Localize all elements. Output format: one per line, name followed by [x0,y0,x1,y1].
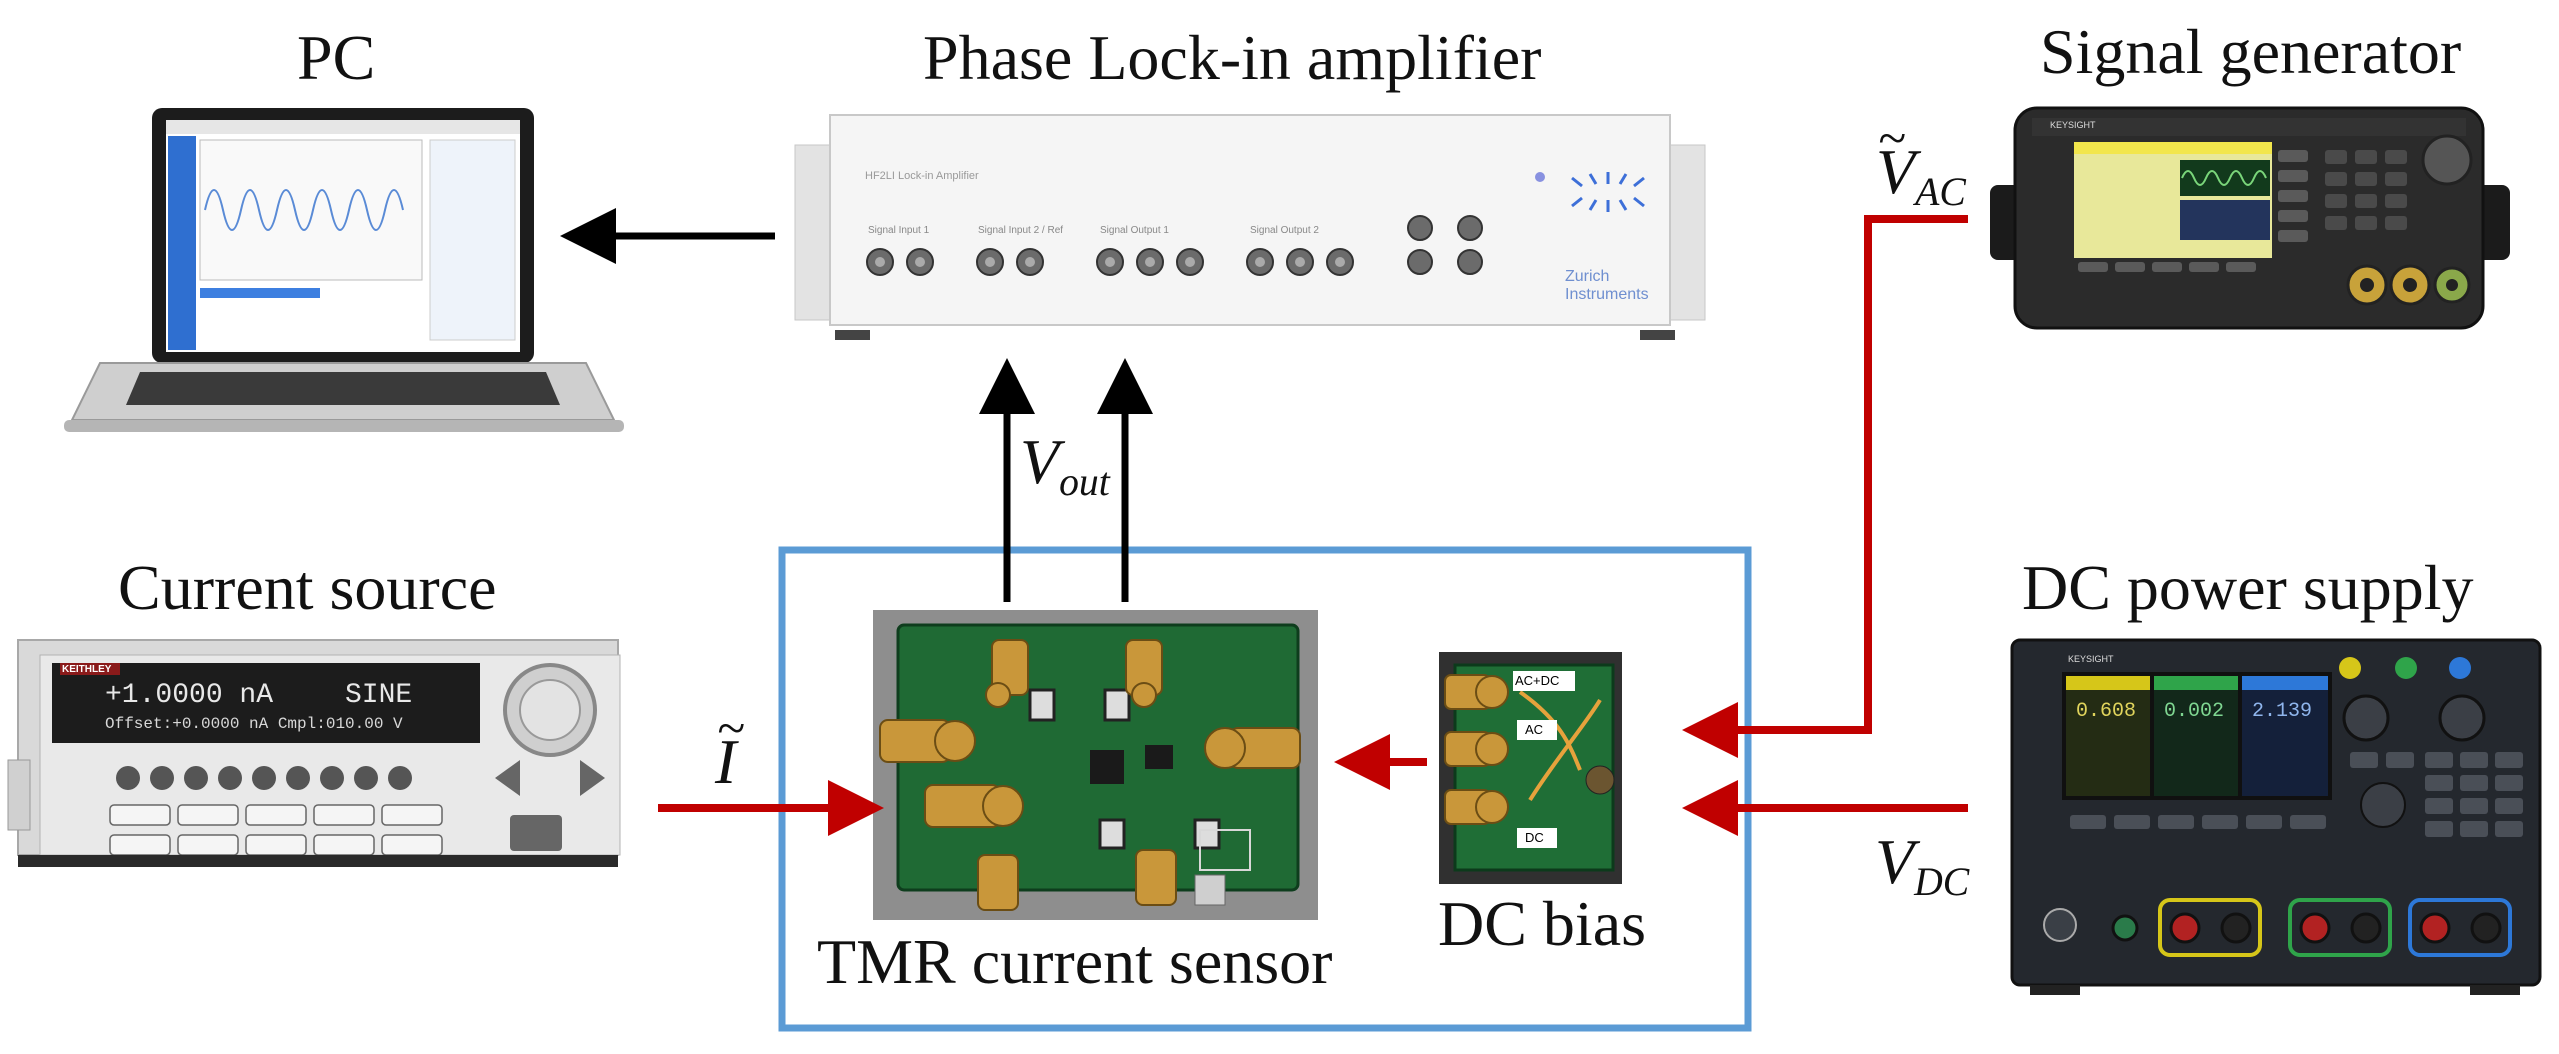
dc-bias-board-image [1439,652,1622,884]
signal-generator-image [1990,106,2510,330]
lockin-label: Phase Lock-in amplifier [923,22,1542,93]
vout-base: V [1020,426,1060,497]
current-source-image [7,639,621,867]
vdc-symbol: VDC [1875,830,1969,903]
dc-bias-label: DC bias [1438,888,1646,959]
vout-symbol: Vout [1020,430,1110,503]
supply-brand: KEYSIGHT [2068,654,2114,664]
lockin-port-1: Signal Input 1 [868,225,930,236]
vout-sub: out [1059,459,1110,504]
vac-to-bias-arrow [1682,215,1968,758]
lockin-port-4: Signal Output 2 [1250,225,1319,236]
lockin-amplifier-image [794,114,1706,340]
bias-label-ac: AC [1525,722,1544,737]
lockin-port-2: Signal Input 2 / Ref [978,225,1064,236]
current-base: I [715,703,746,794]
current-display-value: +1.0000 nA [105,680,274,711]
vdc-base: V [1875,826,1915,897]
pc-label: PC [297,22,376,93]
bias-label-dc: DC [1525,830,1544,845]
vac-base: V [1876,113,1915,204]
vdc-sub: DC [1914,859,1970,904]
vac-symbol: VAC [1876,113,1966,214]
current-display-offset: Offset:+0.0000 nA Cmpl:010.00 V [105,715,403,733]
supply-ch2-readout: 0.002 [2164,700,2225,723]
lockin-model-text: HF2LI Lock-in Amplifier [865,170,979,182]
lockin-brand-text: Zurich Instruments [1565,268,1649,303]
current-display-mode: SINE [345,680,413,711]
pc-laptop-image [64,108,624,432]
tmr-sensor-label: TMR current sensor [817,926,1333,997]
sensor-enclosure-box [778,546,1752,1032]
current-symbol: I [715,703,746,794]
dc-power-supply-image [2010,638,2542,995]
tmr-sensor-board-image [873,610,1318,920]
supply-ch1-readout: 0.608 [2076,700,2137,723]
bias-label-acdc: AC+DC [1515,673,1560,688]
vac-sub: AC [1915,169,1966,214]
lockin-port-3: Signal Output 1 [1100,225,1169,236]
siggen-label: Signal generator [2040,16,2462,87]
dc-supply-label: DC power supply [2022,552,2474,623]
current-source-label: Current source [118,552,497,623]
keithley-logo: KEITHLEY [62,664,112,675]
supply-ch3-readout: 2.139 [2252,700,2313,723]
siggen-brand: KEYSIGHT [2050,120,2096,130]
